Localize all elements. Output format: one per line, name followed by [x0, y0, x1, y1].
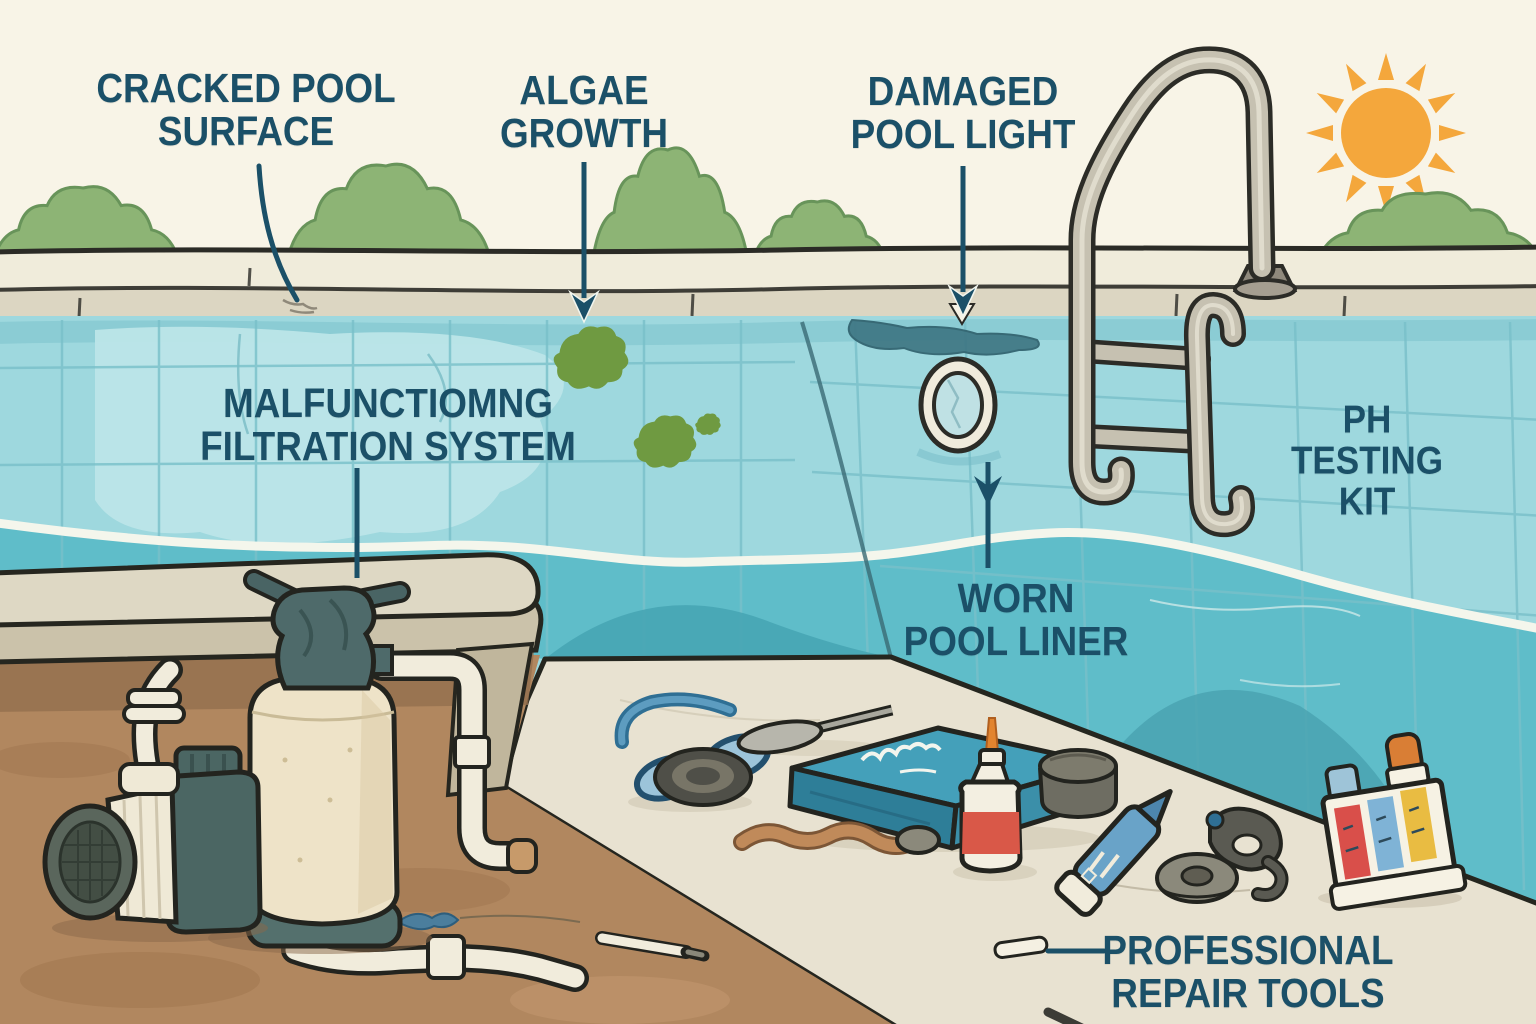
pliers [1205, 806, 1289, 902]
label-algae-growth: ALGAE GROWTH [499, 66, 669, 156]
label-damaged-pool-light: DAMAGED POOL LIGHT [850, 67, 1076, 157]
illegible-scribble [860, 742, 942, 762]
sand-filter-tank [208, 675, 432, 954]
label-cracked-pool-surface: CRACKED POOL SURFACE [96, 64, 396, 154]
debris-wire [459, 914, 581, 923]
water-line [0, 518, 1536, 633]
sealant-tube [1054, 788, 1173, 917]
repair-tools [595, 692, 1468, 1024]
pool-coping [0, 244, 1536, 328]
stir-stick [733, 821, 917, 855]
pencil [595, 931, 710, 962]
blue-debris [396, 912, 460, 931]
cracked-surface-patch [95, 326, 564, 544]
pump-motor [42, 745, 268, 942]
tile-grid [0, 320, 1536, 891]
label-ph-testing-kit: PH TESTING KIT [1290, 398, 1444, 524]
illegible-scribble [1088, 851, 1120, 879]
label-professional-repair-tools: PROFESSIONAL REPAIR TOOLS [1102, 926, 1394, 1016]
label-worn-pool-liner: WORN POOL LINER [903, 574, 1129, 664]
algae-arrowhead-icon [568, 289, 600, 324]
pool-light [916, 356, 1002, 466]
screwdriver [736, 704, 894, 756]
partial-tool [1043, 1007, 1084, 1024]
glue-bottle [953, 717, 1037, 881]
coping-crack [282, 298, 318, 314]
pvc-pipes [122, 651, 589, 992]
wall-corner-seam [800, 321, 893, 659]
cracked-surface-leader-line [256, 163, 300, 303]
rubber-o-ring [653, 747, 753, 807]
multiport-valve [243, 569, 411, 691]
annotation-connectors [256, 162, 1107, 954]
putty-can [1038, 748, 1118, 820]
small-disc [895, 825, 941, 855]
label-malfunctioning-filtration-system: MALFUNCTIOMNG FILTRATION SYSTEM [200, 379, 576, 469]
pool-light-arrowhead-icon [947, 283, 979, 318]
applicator [993, 935, 1049, 960]
worn-liner-arrowhead-icon [974, 476, 1002, 506]
ph-test-kit [1318, 732, 1468, 911]
pool-ladder [1068, 46, 1298, 538]
washer [1155, 852, 1239, 904]
